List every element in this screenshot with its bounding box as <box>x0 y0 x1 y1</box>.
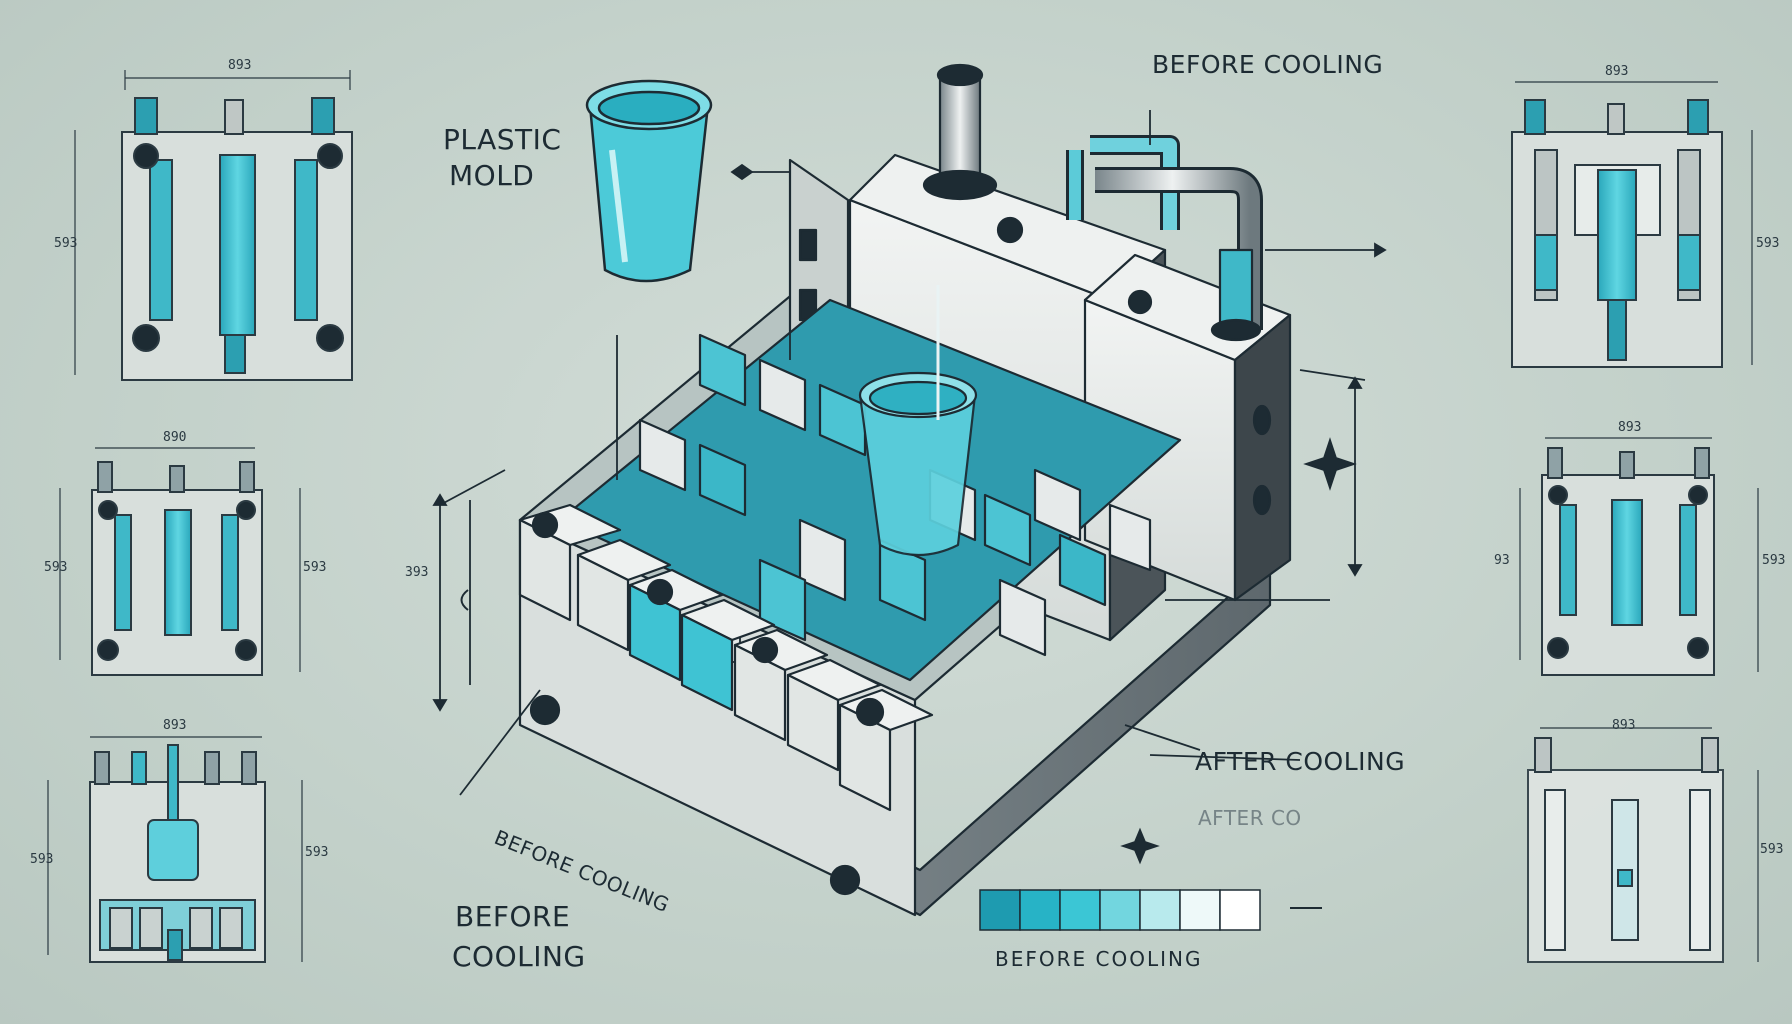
dim-mr-top: 893 <box>1618 420 1642 435</box>
dim-tr-top: 893 <box>1605 64 1629 79</box>
injection-nozzle <box>922 63 998 201</box>
panel-bottom-left <box>47 736 303 963</box>
dim-mr-right: 593 <box>1762 553 1786 568</box>
main-mold-assembly <box>518 63 1292 917</box>
front-block-row <box>518 503 934 812</box>
label-scale-caption: BEFORE COOLING <box>995 947 1203 971</box>
panel-middle-right <box>1519 437 1759 676</box>
label-after-cooling-faded: AFTER CO <box>1198 806 1302 830</box>
dim-mr-left: 93 <box>1494 553 1510 568</box>
scale-swatch <box>1219 889 1261 931</box>
scale-swatch <box>1099 889 1141 931</box>
scale-swatch <box>1139 889 1181 931</box>
dim-br-side: 593 <box>1760 842 1784 857</box>
molded-cup <box>858 285 978 557</box>
plastic-cup-illustration <box>585 79 713 283</box>
dim-tl-top: 893 <box>228 58 252 73</box>
label-mold-line2: MOLD <box>449 159 535 192</box>
scale-swatch <box>1019 889 1061 931</box>
dim-bl-right: 593 <box>305 845 329 860</box>
dim-bl-left: 593 <box>30 852 54 867</box>
label-plastic-line1: PLASTIC <box>443 123 562 156</box>
panel-top-left <box>74 70 353 381</box>
dim-tl-side: 593 <box>54 236 78 251</box>
scale-swatch <box>1179 889 1221 931</box>
panel-middle-left <box>59 447 301 676</box>
panel-bottom-right <box>1527 727 1759 963</box>
cooling-color-scale <box>979 889 1261 931</box>
label-cooling-line2: COOLING <box>452 940 586 973</box>
dim-ml-left: 593 <box>44 560 68 575</box>
dim-main-height: 393 <box>405 565 429 580</box>
scale-swatch <box>1059 889 1101 931</box>
leader-lines <box>432 110 1387 865</box>
label-before-cooling-top: BEFORE COOLING <box>1152 50 1384 79</box>
label-before-line1: BEFORE <box>455 900 571 933</box>
dim-br-top: 893 <box>1612 718 1636 733</box>
dim-ml-top: 890 <box>163 430 187 445</box>
dim-tr-side: 593 <box>1756 236 1780 251</box>
scale-swatch <box>979 889 1021 931</box>
dim-bl-top: 893 <box>163 718 187 733</box>
dim-ml-right: 593 <box>303 560 327 575</box>
cooling-pipes <box>1066 135 1263 342</box>
label-after-cooling: AFTER COOLING <box>1195 747 1406 776</box>
panel-top-right <box>1511 81 1753 368</box>
